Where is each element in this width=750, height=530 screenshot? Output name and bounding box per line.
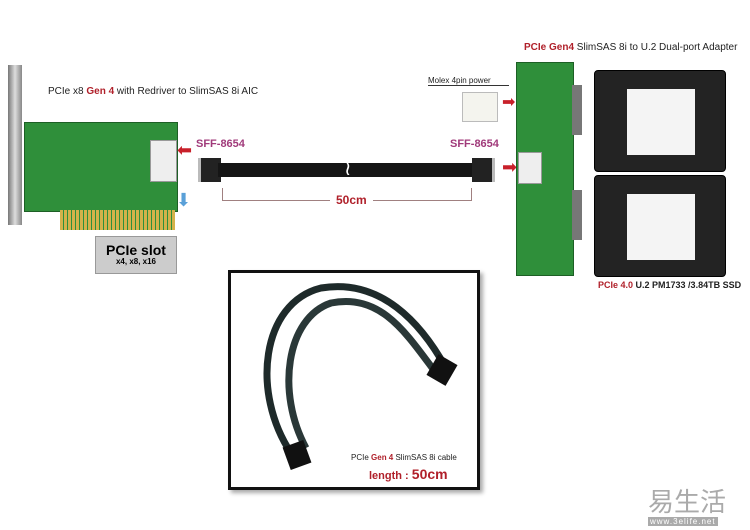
inset-caption: PCIe Gen 4 SlimSAS 8i cable — [351, 453, 457, 462]
aic-title: PCIe x8 Gen 4 with Redriver to SlimSAS 8… — [48, 86, 258, 97]
aic-connector — [150, 140, 177, 182]
cable-left-plug — [198, 158, 221, 182]
inset-caption-prefix: PCIe — [351, 453, 372, 462]
adapter-u2-connector-bottom — [572, 190, 582, 240]
adapter-title-gen: PCIe Gen4 — [524, 42, 575, 53]
pcie-slot-title: PCIe slot — [106, 242, 166, 258]
inset-length-label: length : — [369, 470, 412, 482]
inset-length-value: 50cm — [411, 466, 448, 482]
adapter-title-suffix: SlimSAS 8i to U.2 Dual-port Adapter — [574, 42, 738, 53]
ssd-caption-suffix: U.2 PM1733 /3.84TB SSD — [633, 280, 742, 290]
pcie-bracket — [8, 65, 22, 225]
ssd-image-bottom — [594, 175, 726, 277]
left-connector-label: SFF-8654 — [196, 138, 245, 150]
length-label: 50cm — [330, 193, 373, 207]
cable-break-mark: ≀ — [344, 158, 352, 180]
aic-gold-fingers — [60, 210, 175, 230]
adapter-u2-connector-top — [572, 85, 582, 135]
inset-caption-gen: Gen 4 — [371, 453, 394, 462]
cable-right-plug — [472, 158, 495, 182]
right-connector-label: SFF-8654 — [450, 138, 499, 150]
aic-title-suffix: with Redriver to SlimSAS 8i AIC — [114, 86, 259, 97]
ssd-caption: PCIe 4.0 U.2 PM1733 /3.84TB SSD — [598, 280, 741, 290]
molex-label: Molex 4pin power — [428, 76, 509, 86]
cable-inset-box: PCIe Gen 4 SlimSAS 8i cable length : 50c… — [228, 270, 480, 490]
left-arrow-icon: ⬅ — [177, 140, 193, 160]
inset-length: length : 50cm — [369, 466, 448, 484]
right-arrow-icon: ➡ — [502, 157, 518, 177]
down-arrow-icon: ⬇ — [176, 190, 192, 210]
coiled-cable-image — [263, 283, 458, 471]
cable-body — [218, 163, 474, 177]
ssd-image-top — [594, 70, 726, 172]
inset-caption-suffix: SlimSAS 8i cable — [393, 453, 457, 462]
pcie-slot: PCIe slot x4, x8, x16 — [95, 236, 177, 274]
molex-arrow-icon: ➡ — [502, 94, 516, 111]
adapter-title: PCIe Gen4 SlimSAS 8i to U.2 Dual-port Ad… — [524, 42, 737, 53]
pcie-slot-sizes: x4, x8, x16 — [115, 257, 157, 266]
aic-title-gen: Gen 4 — [86, 86, 115, 97]
watermark-url: www.3elife.net — [648, 517, 718, 526]
watermark-logo: 易生活 — [648, 487, 727, 517]
aic-title-prefix: PCIe x8 — [48, 86, 87, 97]
adapter-slimsas-port — [518, 152, 542, 184]
molex-connector — [462, 92, 498, 122]
ssd-caption-gen: PCIe 4.0 — [598, 280, 634, 290]
